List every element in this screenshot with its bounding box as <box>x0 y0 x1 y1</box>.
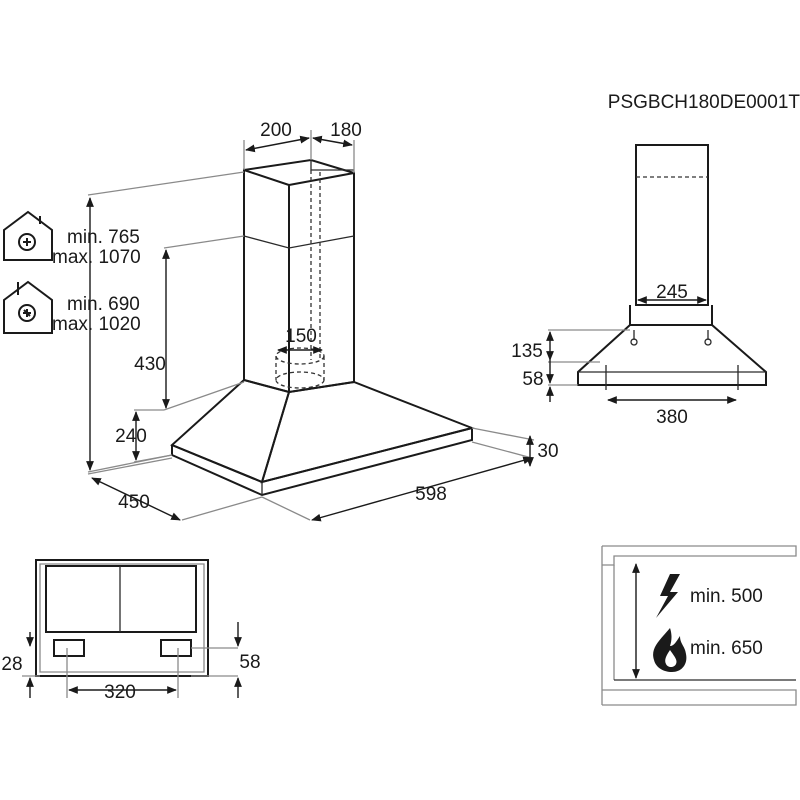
dim-side-base-width: 380 <box>656 407 688 428</box>
side-canopy <box>577 324 767 386</box>
house-recirculation-icon <box>3 280 53 334</box>
dim-outlet-diameter: 150 <box>285 326 317 347</box>
main-hood-view: 200 180 150 430 240 450 598 30 <box>3 120 559 522</box>
dim-side-chimney-width: 245 <box>656 282 688 303</box>
side-hooks <box>633 330 709 340</box>
wall-inner <box>39 563 205 673</box>
bracket-left <box>53 639 85 657</box>
extraction-min: min. 765 <box>67 227 140 248</box>
dim-canopy-height: 240 <box>115 426 147 447</box>
bracket-right <box>160 639 192 657</box>
dim-bracket-spacing: 320 <box>104 682 136 703</box>
recirculation-min: min. 690 <box>67 294 140 315</box>
side-bracket <box>629 305 713 326</box>
dim-left-offset: 28 <box>1 654 22 675</box>
recirculation-max: max. 1020 <box>52 314 141 335</box>
extraction-max: max. 1070 <box>52 247 141 268</box>
filter-frame <box>45 565 197 633</box>
wall-view: 320 28 58 <box>1 559 261 703</box>
model-code: PSGBCH180DE0001T <box>608 92 800 113</box>
chimney-top <box>243 158 355 174</box>
chimney-front <box>243 168 290 394</box>
chimney-side <box>288 171 355 393</box>
cooktop <box>602 689 797 706</box>
electric-clearance: min. 500 <box>690 586 763 607</box>
side-view: 245 380 135 58 <box>511 144 767 428</box>
lightning-icon <box>656 574 680 618</box>
hood-rim-top <box>171 427 473 484</box>
wall-outer <box>35 559 209 677</box>
gas-clearance: min. 650 <box>690 638 763 659</box>
dim-hood-depth: 450 <box>118 492 150 513</box>
chimney-joint <box>243 235 355 249</box>
dim-right-offset: 58 <box>239 652 260 673</box>
clearance-view: min. 500 min. 650 <box>601 545 797 706</box>
flame-icon <box>653 628 687 672</box>
dim-chimney-depth: 180 <box>330 120 362 141</box>
dim-side-bracket-height: 135 <box>511 341 543 362</box>
dim-side-bottom-offset: 58 <box>522 369 543 390</box>
dim-edge-thickness: 30 <box>537 441 558 462</box>
dim-chimney-width: 200 <box>260 120 292 141</box>
canopy-left-face <box>170 378 291 484</box>
house-extraction-icon <box>3 210 53 261</box>
dim-chimney-height: 430 <box>134 354 166 375</box>
cabinet-top <box>602 545 797 566</box>
outlet-ellipse-bottom <box>275 371 325 389</box>
hidden-duct <box>310 170 321 360</box>
side-chimney <box>635 144 709 306</box>
dim-hood-width: 598 <box>415 484 447 505</box>
outlet-sides <box>275 356 325 380</box>
